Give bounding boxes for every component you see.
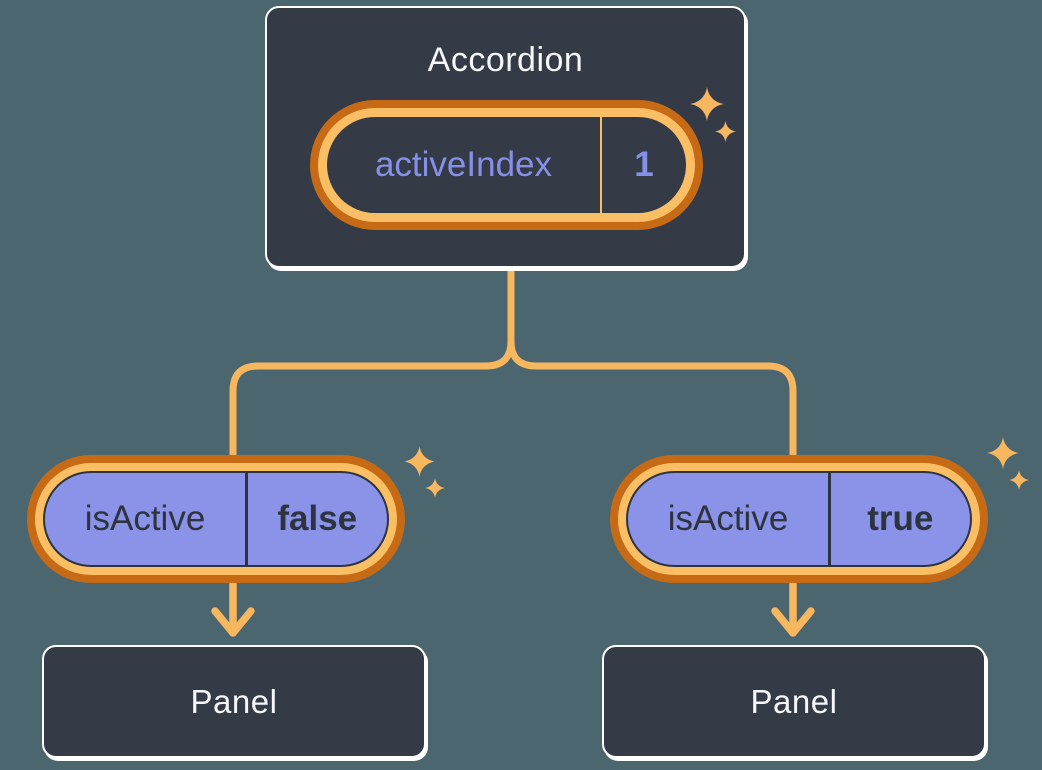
panel-card-left: Panel — [42, 645, 426, 758]
sparkle-icon — [425, 478, 445, 498]
prop-name-label: isActive — [84, 499, 206, 538]
sparkle-icon — [1009, 470, 1029, 490]
state-pill-ring: activeIndex 1 — [318, 108, 695, 222]
prop-value: false — [277, 499, 358, 538]
state-pill: activeIndex 1 — [310, 100, 703, 230]
sparkle-icon — [987, 437, 1019, 469]
state-value: 1 — [634, 145, 654, 184]
panel-card-right: Panel — [602, 645, 986, 758]
prop-name-label: isActive — [667, 499, 789, 538]
state-pill-core: activeIndex 1 — [327, 117, 686, 213]
accordion-title: Accordion — [427, 41, 584, 79]
prop-pill-ring: isActive true — [618, 463, 980, 575]
sparkle-icon — [690, 87, 724, 121]
prop-pill-core: isActive true — [626, 471, 972, 567]
sparkle-icon — [715, 121, 736, 142]
arrow-down-icon — [211, 607, 255, 637]
panel-label: Panel — [190, 682, 278, 720]
panel-label: Panel — [750, 682, 838, 720]
state-pill-divider — [600, 117, 602, 213]
prop-pill-divider — [828, 473, 831, 565]
prop-pill-ring: isActive false — [35, 463, 397, 575]
prop-pill-right: isActive true — [610, 455, 988, 583]
prop-pill-divider — [245, 473, 248, 565]
prop-value: true — [867, 499, 934, 538]
prop-pill-core: isActive false — [43, 471, 389, 567]
tree-branch-line — [229, 340, 797, 470]
state-name-label: activeIndex — [374, 145, 553, 184]
sparkle-icon — [404, 446, 435, 477]
prop-pill-left: isActive false — [27, 455, 405, 583]
arrow-down-icon — [771, 607, 815, 637]
